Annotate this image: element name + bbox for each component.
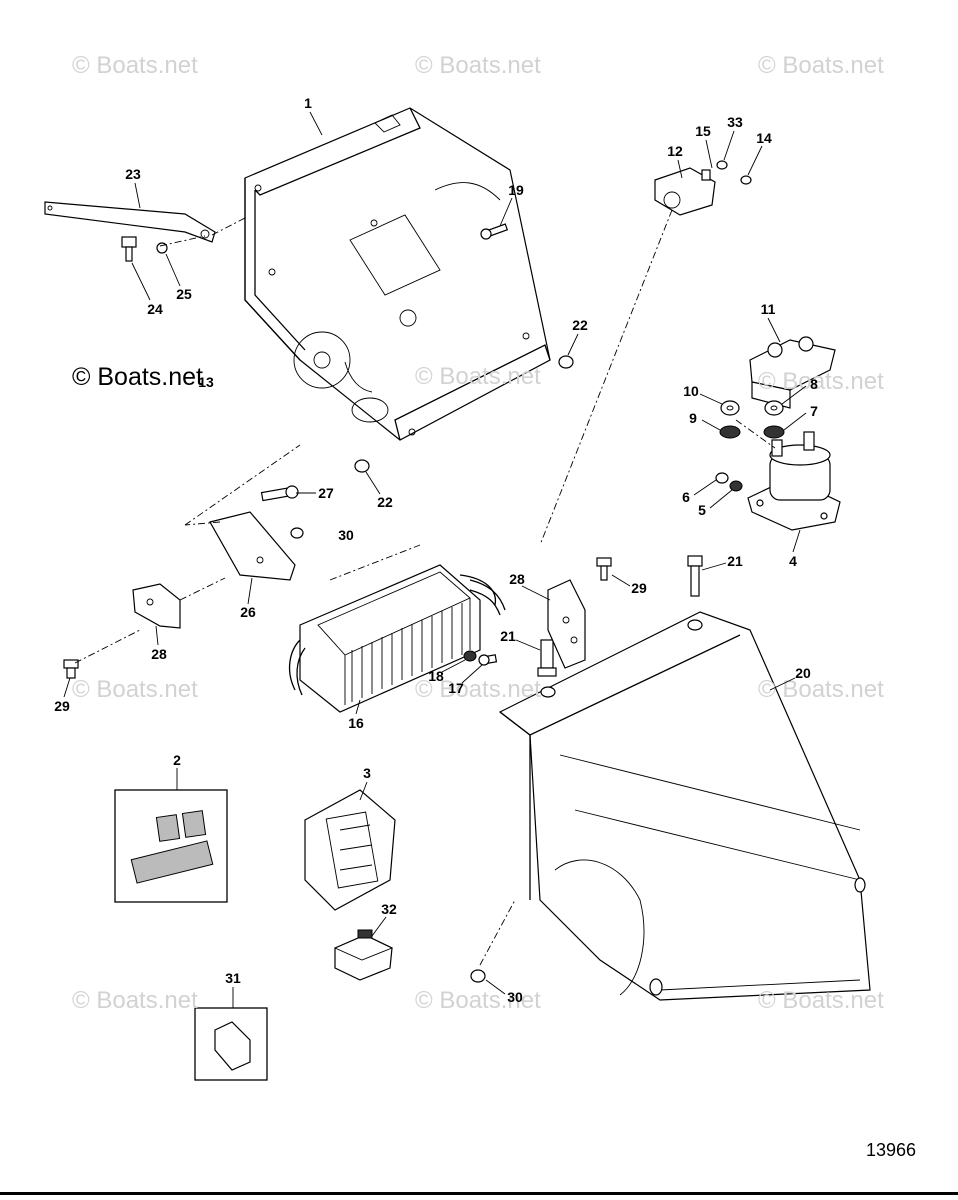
watermark: © Boats.net (72, 52, 198, 79)
bolt-21-left (537, 639, 557, 677)
bottom-rule (0, 1192, 958, 1195)
screw-17 (478, 654, 498, 666)
callout-label: 27 (318, 485, 334, 501)
callout-label: 6 (682, 489, 690, 505)
screw-27 (260, 485, 299, 502)
callout-label: 28 (509, 571, 525, 587)
watermark: © Boats.net (415, 52, 541, 79)
callout-label: 28 (151, 646, 167, 662)
cover-20 (479, 611, 871, 1001)
callout-label: 18 (428, 668, 444, 684)
callout-label: 21 (500, 628, 516, 644)
callout-label: 31 (225, 970, 241, 986)
callout-label: 30 (507, 989, 523, 1005)
washer-9 (719, 425, 741, 439)
watermark: © Boats.net (758, 676, 884, 703)
watermark: © Boats.net (758, 987, 884, 1014)
nut-6 (715, 472, 729, 484)
callout-label: 23 (125, 166, 141, 182)
callout-label: 8 (810, 376, 818, 392)
callout-label: 21 (727, 553, 743, 569)
watermark: © Boats.net (758, 52, 884, 79)
nut-8 (764, 400, 784, 416)
washer-18 (463, 650, 477, 662)
callout-label: 29 (631, 580, 647, 596)
callout-label: 3 (363, 765, 371, 781)
watermark: © Boats.net (758, 368, 884, 395)
callout-label: 5 (698, 502, 706, 518)
watermark: © Boats.net (415, 363, 541, 390)
callout-label: 2 (173, 752, 181, 768)
washer-5 (729, 480, 743, 492)
washer-7 (763, 425, 785, 439)
plate-26 (184, 444, 301, 581)
nut-30-lower (470, 969, 486, 983)
screw-29-upper (596, 557, 612, 581)
mounting-plate (244, 107, 551, 441)
callout-label: 1 (304, 95, 312, 111)
callout-label: 33 (727, 114, 743, 130)
callout-label: 11 (760, 301, 776, 317)
screw-19 (480, 223, 509, 240)
watermark: © Boats.net (72, 987, 198, 1014)
callout-label: 24 (147, 301, 163, 317)
callout-label: 12 (667, 143, 683, 159)
regulator-16 (288, 544, 506, 713)
bracket-28-left (132, 577, 226, 629)
figure-number: 13966 (865, 1140, 916, 1160)
module-3 (304, 789, 396, 911)
switch-12 (539, 160, 752, 546)
screw-29-lower (63, 629, 141, 679)
bolt-21-right (687, 555, 703, 597)
solenoid-4 (735, 419, 841, 531)
callout-label: 22 (572, 317, 588, 333)
callout-label: 14 (756, 130, 772, 146)
bolt-24 (121, 235, 206, 262)
callout-label: 29 (54, 698, 70, 714)
solenoid-cover-11 (749, 336, 836, 409)
watermark: © Boats.net (72, 363, 203, 391)
callout-label: 26 (240, 604, 256, 620)
callout-label: 30 (338, 527, 354, 543)
nut-22-lower (354, 459, 370, 473)
callout-label: 4 (789, 553, 797, 569)
nut-10 (720, 400, 740, 416)
callout-label: 20 (795, 665, 811, 681)
screw-30-upper (290, 527, 304, 539)
callout-label: 13 (198, 374, 214, 390)
callout-label: 10 (683, 383, 699, 399)
fuse-kit-31 (194, 1007, 268, 1081)
callout-label: 15 (695, 123, 711, 139)
callout-label: 7 (810, 403, 818, 419)
decal-kit-2 (114, 789, 228, 903)
callout-label: 19 (508, 182, 524, 198)
watermark: © Boats.net (72, 676, 198, 703)
callout-label: 22 (377, 494, 393, 510)
callout-label: 25 (176, 286, 192, 302)
bracket-28-right (547, 579, 586, 669)
callout-label: 9 (689, 410, 697, 426)
callout-label: 32 (381, 901, 397, 917)
relay-32 (333, 929, 394, 981)
callout-label: 16 (348, 715, 364, 731)
nut-22-upper (558, 355, 574, 369)
callout-label: 17 (448, 680, 464, 696)
lever-arm (44, 201, 246, 243)
watermark: © Boats.net (415, 987, 541, 1014)
